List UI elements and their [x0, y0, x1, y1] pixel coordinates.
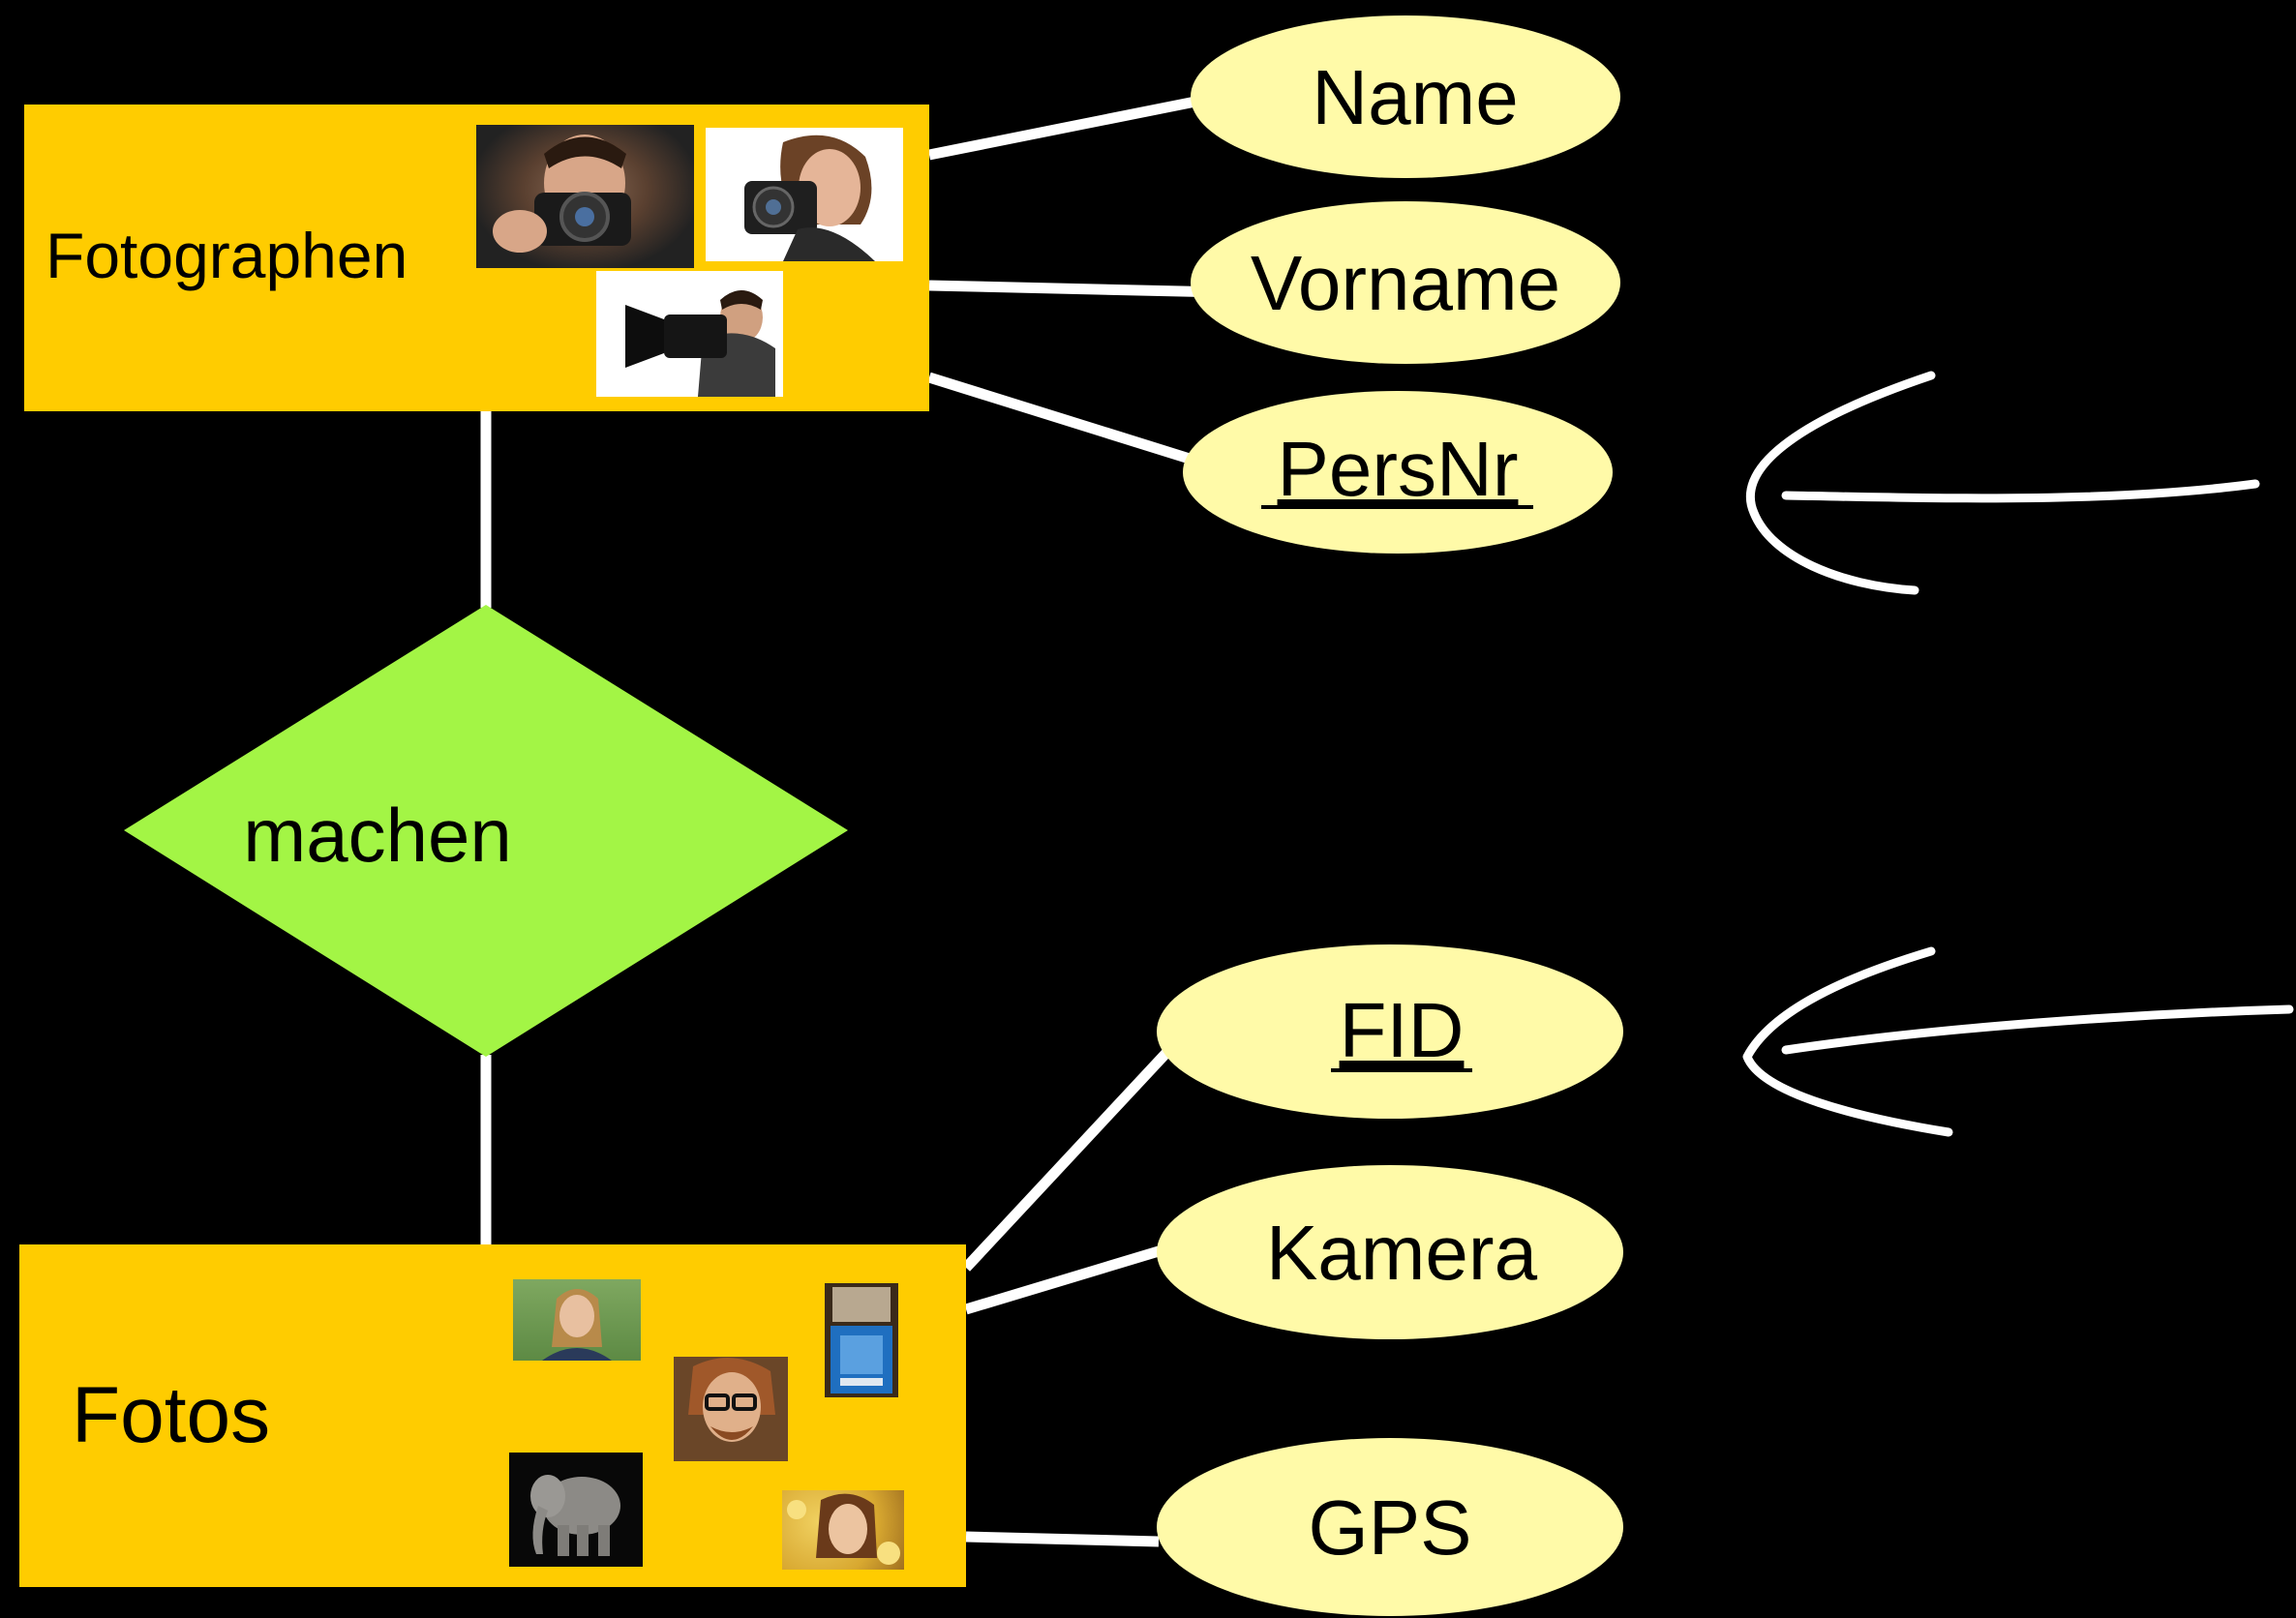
photographer-photo-1	[476, 125, 694, 268]
entity-photographers: Fotographen	[24, 105, 929, 411]
photo-thumbnail-man-glasses	[674, 1357, 788, 1461]
connector-photos-gps	[965, 1531, 1160, 1547]
entity-photos-label: Fotos	[72, 1371, 271, 1459]
photo-thumbnail-elephant	[509, 1453, 643, 1567]
attribute-gps: GPS	[1157, 1438, 1623, 1616]
attribute-vorname: Vorname	[1191, 201, 1620, 364]
attribute-persnr-shape	[1183, 391, 1613, 554]
lens-hood-icon	[625, 305, 664, 368]
attribute-name: Name	[1191, 15, 1620, 178]
arrow-to-persnr	[1745, 371, 2260, 595]
attribute-fid-shape	[1157, 944, 1623, 1119]
photo-thumbnail-woman-flowers	[782, 1490, 904, 1570]
connector-photos-fid	[961, 1049, 1171, 1272]
attribute-kamera-shape	[1157, 1165, 1623, 1339]
connector-photos-kamera	[964, 1245, 1161, 1315]
attribute-persnr: PersNr	[1183, 391, 1613, 554]
connector-photographers-name	[927, 96, 1197, 161]
connector-photographers-persnr	[927, 372, 1194, 465]
attribute-persnr-label: PersNr	[1278, 426, 1519, 512]
attribute-name-label: Name	[1312, 54, 1518, 140]
entity-photographers-label: Fotographen	[45, 220, 408, 291]
photo-thumbnail-woman-outdoors	[513, 1279, 641, 1361]
connector-photographers-vorname	[928, 280, 1225, 298]
relationship-machen-label: machen	[243, 793, 512, 878]
attribute-vorname-label: Vorname	[1251, 240, 1560, 326]
attribute-fid-label: FID	[1340, 987, 1465, 1073]
attribute-gps-shape	[1157, 1438, 1623, 1616]
relationship-machen-shape	[124, 605, 848, 1057]
photographer-photo-3	[596, 271, 783, 397]
attribute-gps-label: GPS	[1309, 1484, 1472, 1571]
attribute-vorname-shape	[1191, 201, 1620, 364]
attribute-kamera-label: Kamera	[1266, 1210, 1538, 1296]
attribute-kamera: Kamera	[1157, 1165, 1623, 1339]
entity-photos: Fotos	[19, 1244, 966, 1587]
arrow-to-fid	[1742, 946, 2294, 1137]
attribute-fid: FID	[1157, 944, 1623, 1119]
attribute-name-shape	[1191, 15, 1620, 178]
photo-thumbnail-kiosk	[825, 1283, 898, 1397]
photographer-photo-2	[706, 128, 903, 261]
